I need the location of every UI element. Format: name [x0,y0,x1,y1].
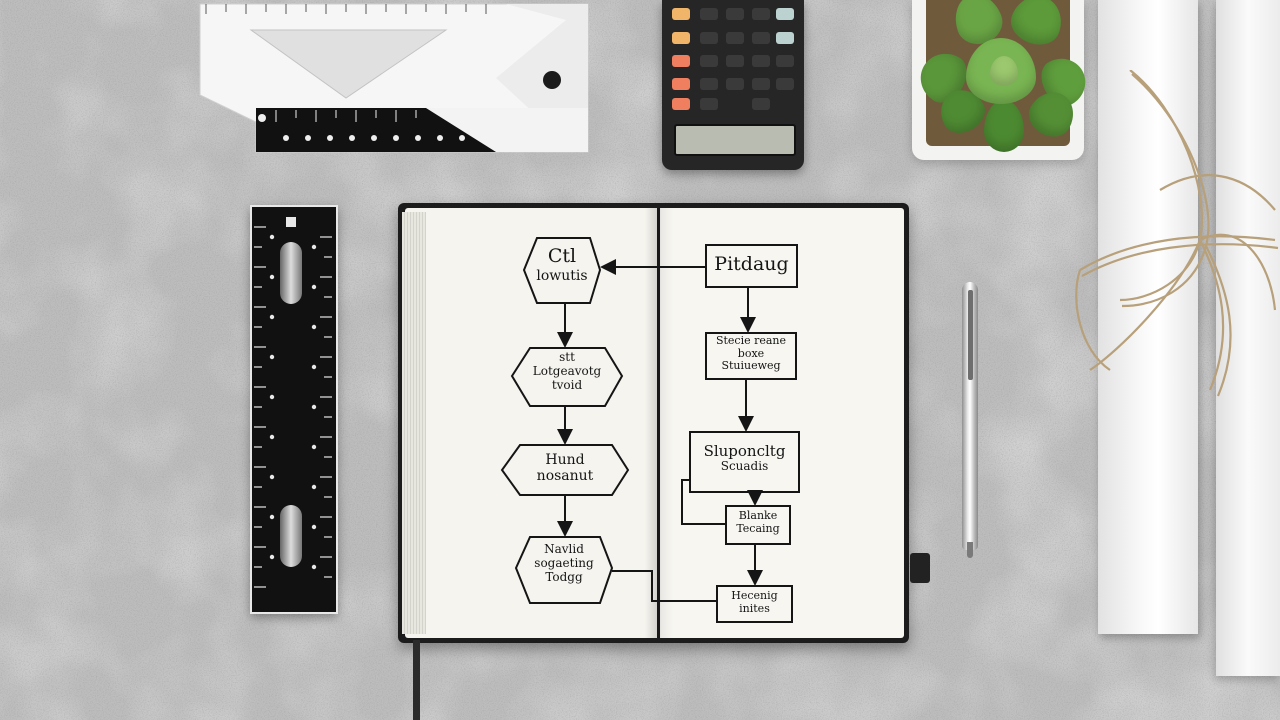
ruler [250,205,338,614]
ruler-slot [280,505,302,567]
ruler-markings [254,217,332,588]
ruler-slot [280,242,302,304]
elastic-band [910,553,930,583]
notebook-page-left [405,208,657,638]
notebook-spine [645,208,673,638]
pen-tip [967,542,973,558]
page-edges [402,212,426,634]
pen-clip [968,290,973,380]
paper-roll [1216,0,1280,676]
calculator-display [674,124,796,156]
flowchart-node-text: Pitdaug [714,253,789,275]
bookmark-ribbon [413,640,420,720]
pen [962,282,978,550]
twine [1075,70,1279,397]
triangle-ruler [199,3,589,153]
notebook-page-right [660,208,904,638]
